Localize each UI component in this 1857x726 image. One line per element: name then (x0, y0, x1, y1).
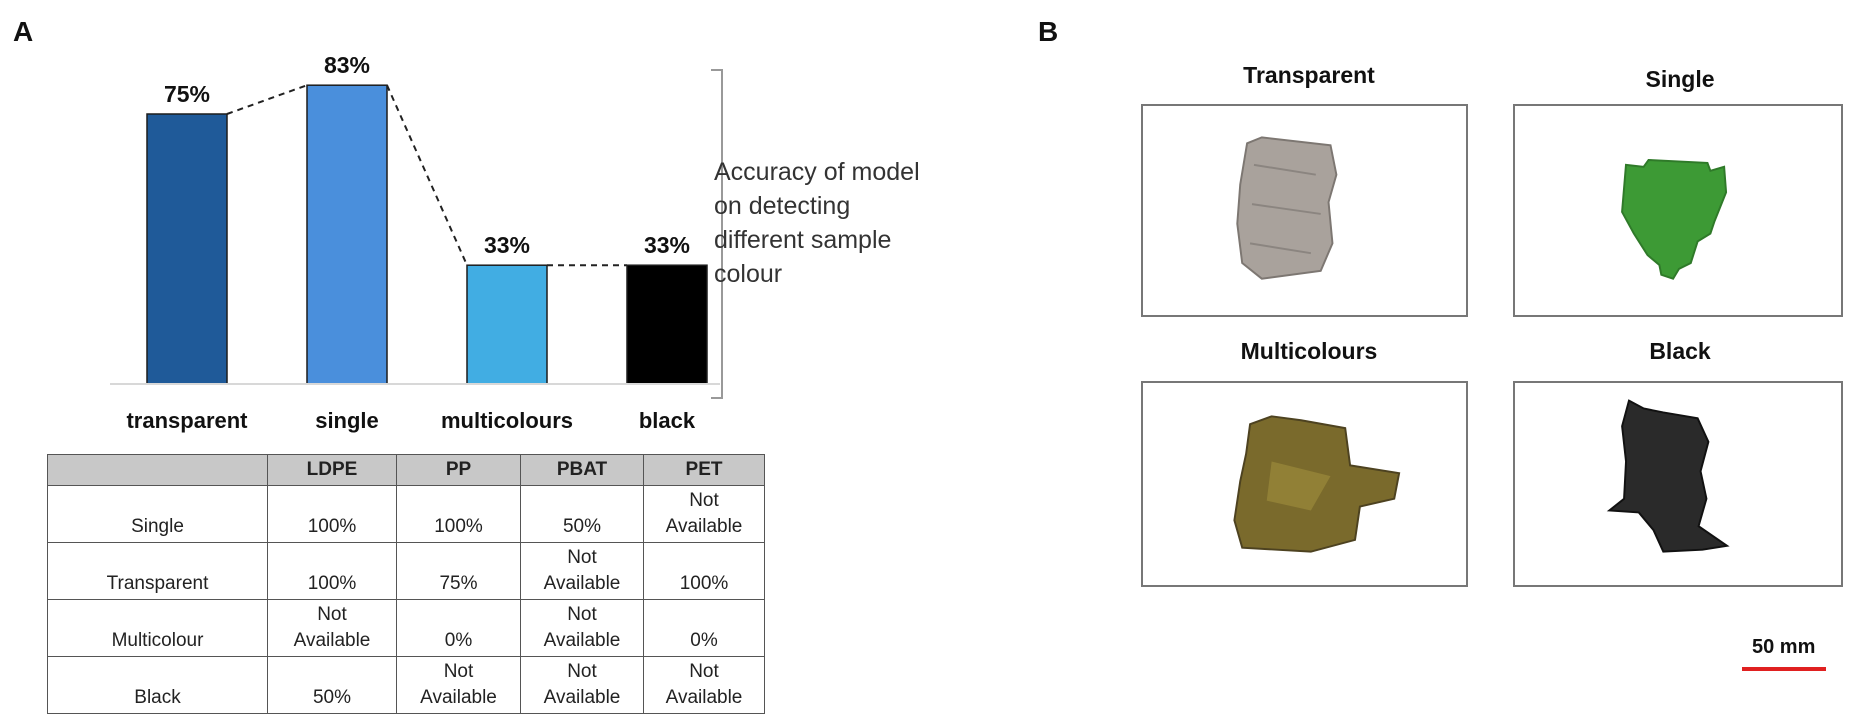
cell-text: Available (420, 687, 497, 708)
category-label: transparent (126, 408, 248, 433)
row-label: Single (47, 485, 268, 543)
cell-text: Available (543, 630, 621, 651)
table-cell: 50% (520, 485, 644, 543)
table-header-row: LDPE PP PBAT PET (47, 454, 765, 486)
cell-text: Available (293, 630, 371, 651)
photo-single (1513, 104, 1843, 317)
multicolour-sample-icon (1233, 415, 1401, 553)
table-cell: 75% (396, 542, 521, 600)
bar-value-label: 83% (324, 52, 370, 78)
row-label: Transparent (47, 542, 268, 600)
cell-text: Available (665, 516, 743, 537)
annotation-bracket (711, 69, 723, 399)
photo-multicolours (1141, 381, 1468, 587)
cell-text: 75% (439, 573, 478, 594)
row-label: Black (47, 656, 268, 714)
cell-text: 100% (307, 516, 357, 537)
cell-text: Not (689, 661, 719, 682)
bar-value-label: 33% (484, 232, 530, 258)
photo-title: Multicolours (1240, 338, 1378, 364)
table-cell: 100% (396, 485, 521, 543)
cell-text: Not (443, 661, 474, 682)
connector-line (226, 84, 308, 115)
photo-title: Transparent (1243, 62, 1375, 88)
category-label: multicolours (441, 408, 573, 433)
cell-text: 0% (690, 630, 718, 651)
table-cell: 100% (643, 542, 765, 600)
sample-detail (1249, 163, 1321, 255)
table-header: PET (643, 454, 765, 486)
cell-text: 0% (444, 630, 473, 651)
bar-single (306, 84, 388, 385)
row-label: Multicolour (47, 599, 268, 657)
sample-shape (1621, 158, 1728, 280)
cell-text: 50% (562, 516, 602, 537)
bar-transparent (146, 113, 228, 385)
photo-title: Black (1649, 338, 1711, 364)
photo-transparent (1141, 104, 1468, 317)
panel-a-letter: A (13, 16, 34, 47)
panel-b-letter: B (1038, 16, 1059, 47)
sample-detail (1266, 461, 1331, 511)
green-sample-icon (1621, 158, 1728, 280)
note-line: Accuracy of model (714, 158, 920, 186)
black-sample-icon (1606, 399, 1730, 553)
table-cell: 100% (267, 485, 397, 543)
category-label: black (639, 408, 696, 433)
table-cell: 100% (267, 542, 397, 600)
table-cell: 0% (396, 599, 521, 657)
transparent-sample-icon (1236, 136, 1338, 280)
sample-shape (1606, 399, 1730, 553)
note-line: colour (714, 260, 782, 288)
cell-text: Not (689, 490, 719, 511)
photo-black (1513, 381, 1843, 587)
cell-text: Available (543, 687, 621, 708)
cell-text: Available (543, 573, 621, 594)
bar-multicolours (466, 264, 548, 385)
sample-shape (1236, 136, 1338, 280)
note-line: different sample (714, 226, 891, 254)
cell-text: 100% (434, 516, 483, 537)
cell-text: 100% (679, 573, 729, 594)
bar-black (626, 264, 708, 385)
cell-text: Available (665, 687, 743, 708)
note-line: on detecting (714, 192, 850, 220)
cell-text: 50% (312, 687, 352, 708)
table-cell: 0% (643, 599, 765, 657)
table-cell: 50% (267, 656, 397, 714)
scale-bar (1742, 667, 1826, 671)
photo-title: Single (1645, 66, 1715, 92)
accuracy-bar-chart: 75% transparent 83% single 33% multicolours 33… (110, 52, 920, 433)
bar-value-label: 75% (164, 81, 210, 107)
category-label: single (315, 408, 379, 433)
connector-line (386, 84, 468, 266)
bar-value-label: 33% (644, 232, 690, 258)
table-header: LDPE (267, 454, 397, 486)
table-header: PP (396, 454, 521, 486)
cell-text: Not (567, 547, 597, 568)
cell-text: Not (317, 604, 347, 625)
cell-text: 100% (307, 573, 357, 594)
cell-text: Not (567, 661, 597, 682)
cell-text: Not (567, 604, 597, 625)
table-header: PBAT (520, 454, 644, 486)
scale-bar-label: 50 mm (1752, 636, 1816, 658)
table-header (47, 454, 268, 486)
